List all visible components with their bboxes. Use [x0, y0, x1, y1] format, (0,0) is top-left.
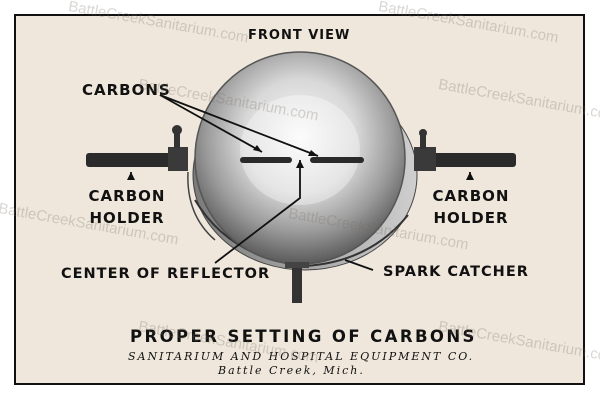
leader-arrowheads: [127, 145, 474, 180]
caption-title: PROPER SETTING OF CARBONS: [130, 327, 477, 346]
left-holder-label-line-1: CARBON: [88, 187, 166, 205]
center-of-reflector-label: CENTER OF REFLECTOR: [61, 266, 271, 282]
front-view-label: FRONT VIEW: [248, 28, 351, 43]
left-holder-label-line-2: HOLDER: [89, 209, 165, 227]
leader-lines: [130, 94, 471, 271]
carbons-label: CARBONS: [82, 81, 171, 99]
lamp-stand: [292, 265, 302, 303]
spark-catcher-label: SPARK CATCHER: [383, 264, 529, 280]
right-carbon: [310, 157, 364, 163]
manufacturer-line: SANITARIUM AND HOSPITAL EQUIPMENT CO.: [128, 350, 475, 363]
right-carbon-holder: [414, 129, 516, 171]
right-holder-label-line-2: HOLDER: [433, 209, 509, 227]
right-holder-label-line-1: CARBON: [432, 187, 510, 205]
left-carbon-holder: [86, 125, 216, 241]
manufacturer-city: Battle Creek, Mich.: [218, 364, 365, 377]
reflector-dish: [194, 51, 406, 265]
left-carbon: [240, 157, 292, 163]
left-carbon-holder-label: CARBON HOLDER: [86, 185, 168, 229]
right-carbon-holder-label: CARBON HOLDER: [428, 185, 514, 229]
